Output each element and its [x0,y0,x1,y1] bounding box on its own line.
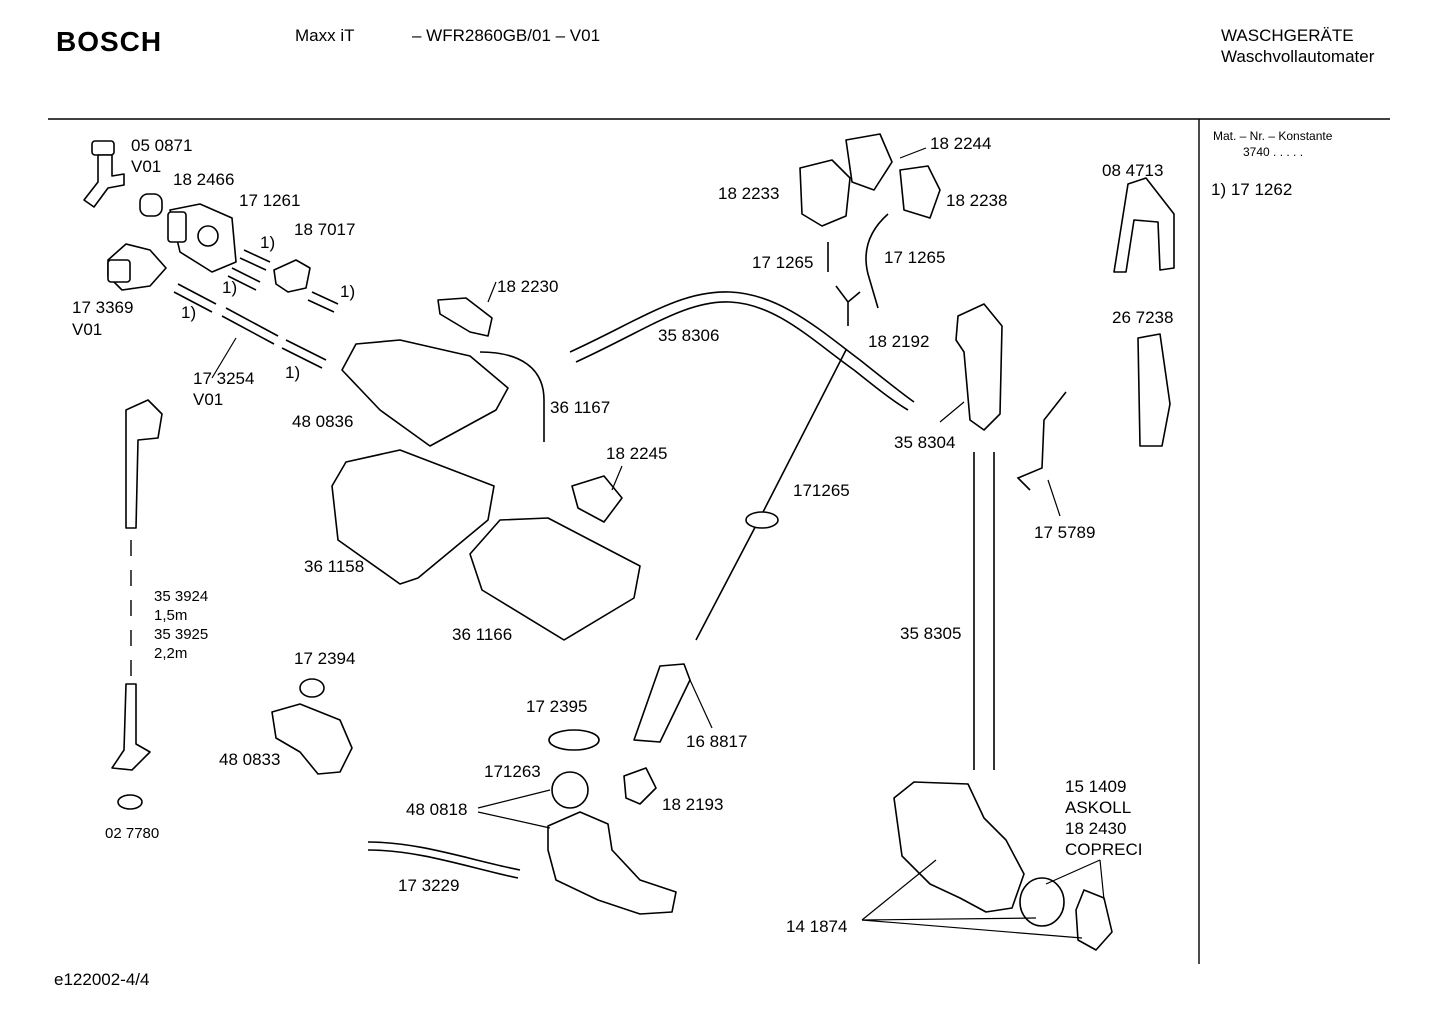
hose-part-358305 [973,452,995,770]
switch-part-182238 [899,165,941,219]
clip-part-182245 [571,475,623,523]
air-trap-part-168817 [633,663,691,743]
part-label: 18 7017 [294,220,356,239]
part-label: 18 2238 [946,191,1008,210]
bracket-part-267238 [1137,333,1171,447]
part-label: 18 2233 [718,184,780,203]
rod-part-175789 [1016,391,1067,491]
part-label: 35 8304 [894,433,956,452]
holder-part-182244 [845,133,893,191]
part-label: 48 0818 [406,800,468,819]
part-label: 16 8817 [686,732,748,751]
short-hoses [173,249,339,369]
part-label: 17 3229 [398,876,460,895]
hose-part-358306 [569,291,915,403]
part-label: 171265 [793,481,850,500]
brand-logo: BOSCH [56,26,163,57]
hose-part-361167 [479,351,545,442]
hose-part-173229 [367,841,521,871]
y-connector-part [83,140,125,208]
part-label: 18 2245 [606,444,668,463]
part-label: 17 5789 [1034,523,1096,542]
part-label: V01 [193,390,224,409]
manufacturer-label: COPRECI [1065,840,1143,859]
hose-length: 1,5m [154,607,188,624]
part-label: 18 2244 [930,134,992,153]
part-label: 17 1265 [884,248,946,267]
drawing-code: e122002-4/4 [54,970,150,989]
filter-part [1075,889,1113,951]
part-label: 36 1167 [550,398,611,417]
bracket-part-084713 [1113,177,1175,273]
manufacturer-label: ASKOLL [1065,798,1132,817]
part-label: 35 3924 [154,588,209,605]
model-code: – WFR2860GB/01 – V01 [412,26,601,45]
part-label: 14 1874 [786,917,848,936]
part-label: 18 2193 [662,795,724,814]
part-label: 18 2230 [497,277,559,296]
part-label: 17 3369 [72,298,134,317]
drawer-part-361166 [469,517,641,641]
hose-length: 2,2m [154,645,188,662]
part-label: 17 2394 [294,649,356,668]
sump-part-358304 [955,303,1003,431]
subcategory-title: Waschvollautomater [1221,47,1375,66]
sensor-part-187017 [273,259,311,293]
dispenser-part-480836 [341,339,509,447]
footnote-marker: 1) [181,303,197,322]
valve-part-173369 [107,243,167,291]
bellows-part-182230 [437,297,493,337]
ball-part-171263 [551,771,589,809]
part-label: V01 [131,157,162,176]
footnote-part: 1) 17 1262 [1211,180,1293,199]
part-label: 18 2430 [1065,819,1127,838]
part-label: 17 2395 [526,697,588,716]
washer-part-027780 [117,794,143,810]
footnote-marker: 1) [260,233,276,252]
part-label: 18 2192 [868,332,930,351]
part-label: 17 1265 [752,253,814,272]
part-label: 08 4713 [1102,161,1164,180]
part-label: 18 2466 [173,170,235,189]
material-constant: 3740 . . . . . [1243,145,1304,159]
footnote-marker: 1) [285,363,301,382]
elbow-part-480833 [271,703,353,775]
pressure-switch-part-182233 [799,159,851,227]
category-title: WASCHGERÄTE [1221,26,1354,45]
part-label: 35 8305 [900,624,962,643]
drawer-part-361158 [331,449,495,585]
ring-part-172395 [548,729,600,751]
part-label: 17 3254 [193,369,255,388]
part-label: 15 1409 [1065,777,1127,796]
part-label: 36 1158 [304,557,365,576]
part-label: 48 0833 [219,750,281,769]
y-piece-part-182192 [835,285,861,326]
drain-hose-end-part [111,683,151,771]
part-label: 02 7780 [105,825,160,842]
part-label: 171263 [484,762,541,781]
material-heading: Mat. – Nr. – Konstante [1213,129,1333,143]
grommet-part [745,511,779,529]
drain-hose-part [125,399,163,529]
ring-part-172394 [299,678,325,698]
part-label: V01 [72,320,103,339]
clip-part-182193 [623,767,657,805]
part-label: 36 1166 [452,625,513,644]
sump-hose-part-480818 [547,811,677,915]
valve-part-171261 [167,203,237,273]
drain-pump-part [893,781,1025,913]
part-label: 05 0871 [131,136,193,155]
footnote-marker: 1) [222,278,238,297]
model-name: Maxx iT [295,26,355,45]
footnote-marker: 1) [340,282,356,301]
part-label: 48 0836 [292,412,354,431]
seal-ring-part [1019,877,1065,927]
part-label: 26 7238 [1112,308,1174,327]
part-label: 17 1261 [239,191,301,210]
ring-part-182466 [139,193,163,217]
part-label: 35 8306 [658,326,720,345]
part-label: 35 3925 [154,626,209,643]
